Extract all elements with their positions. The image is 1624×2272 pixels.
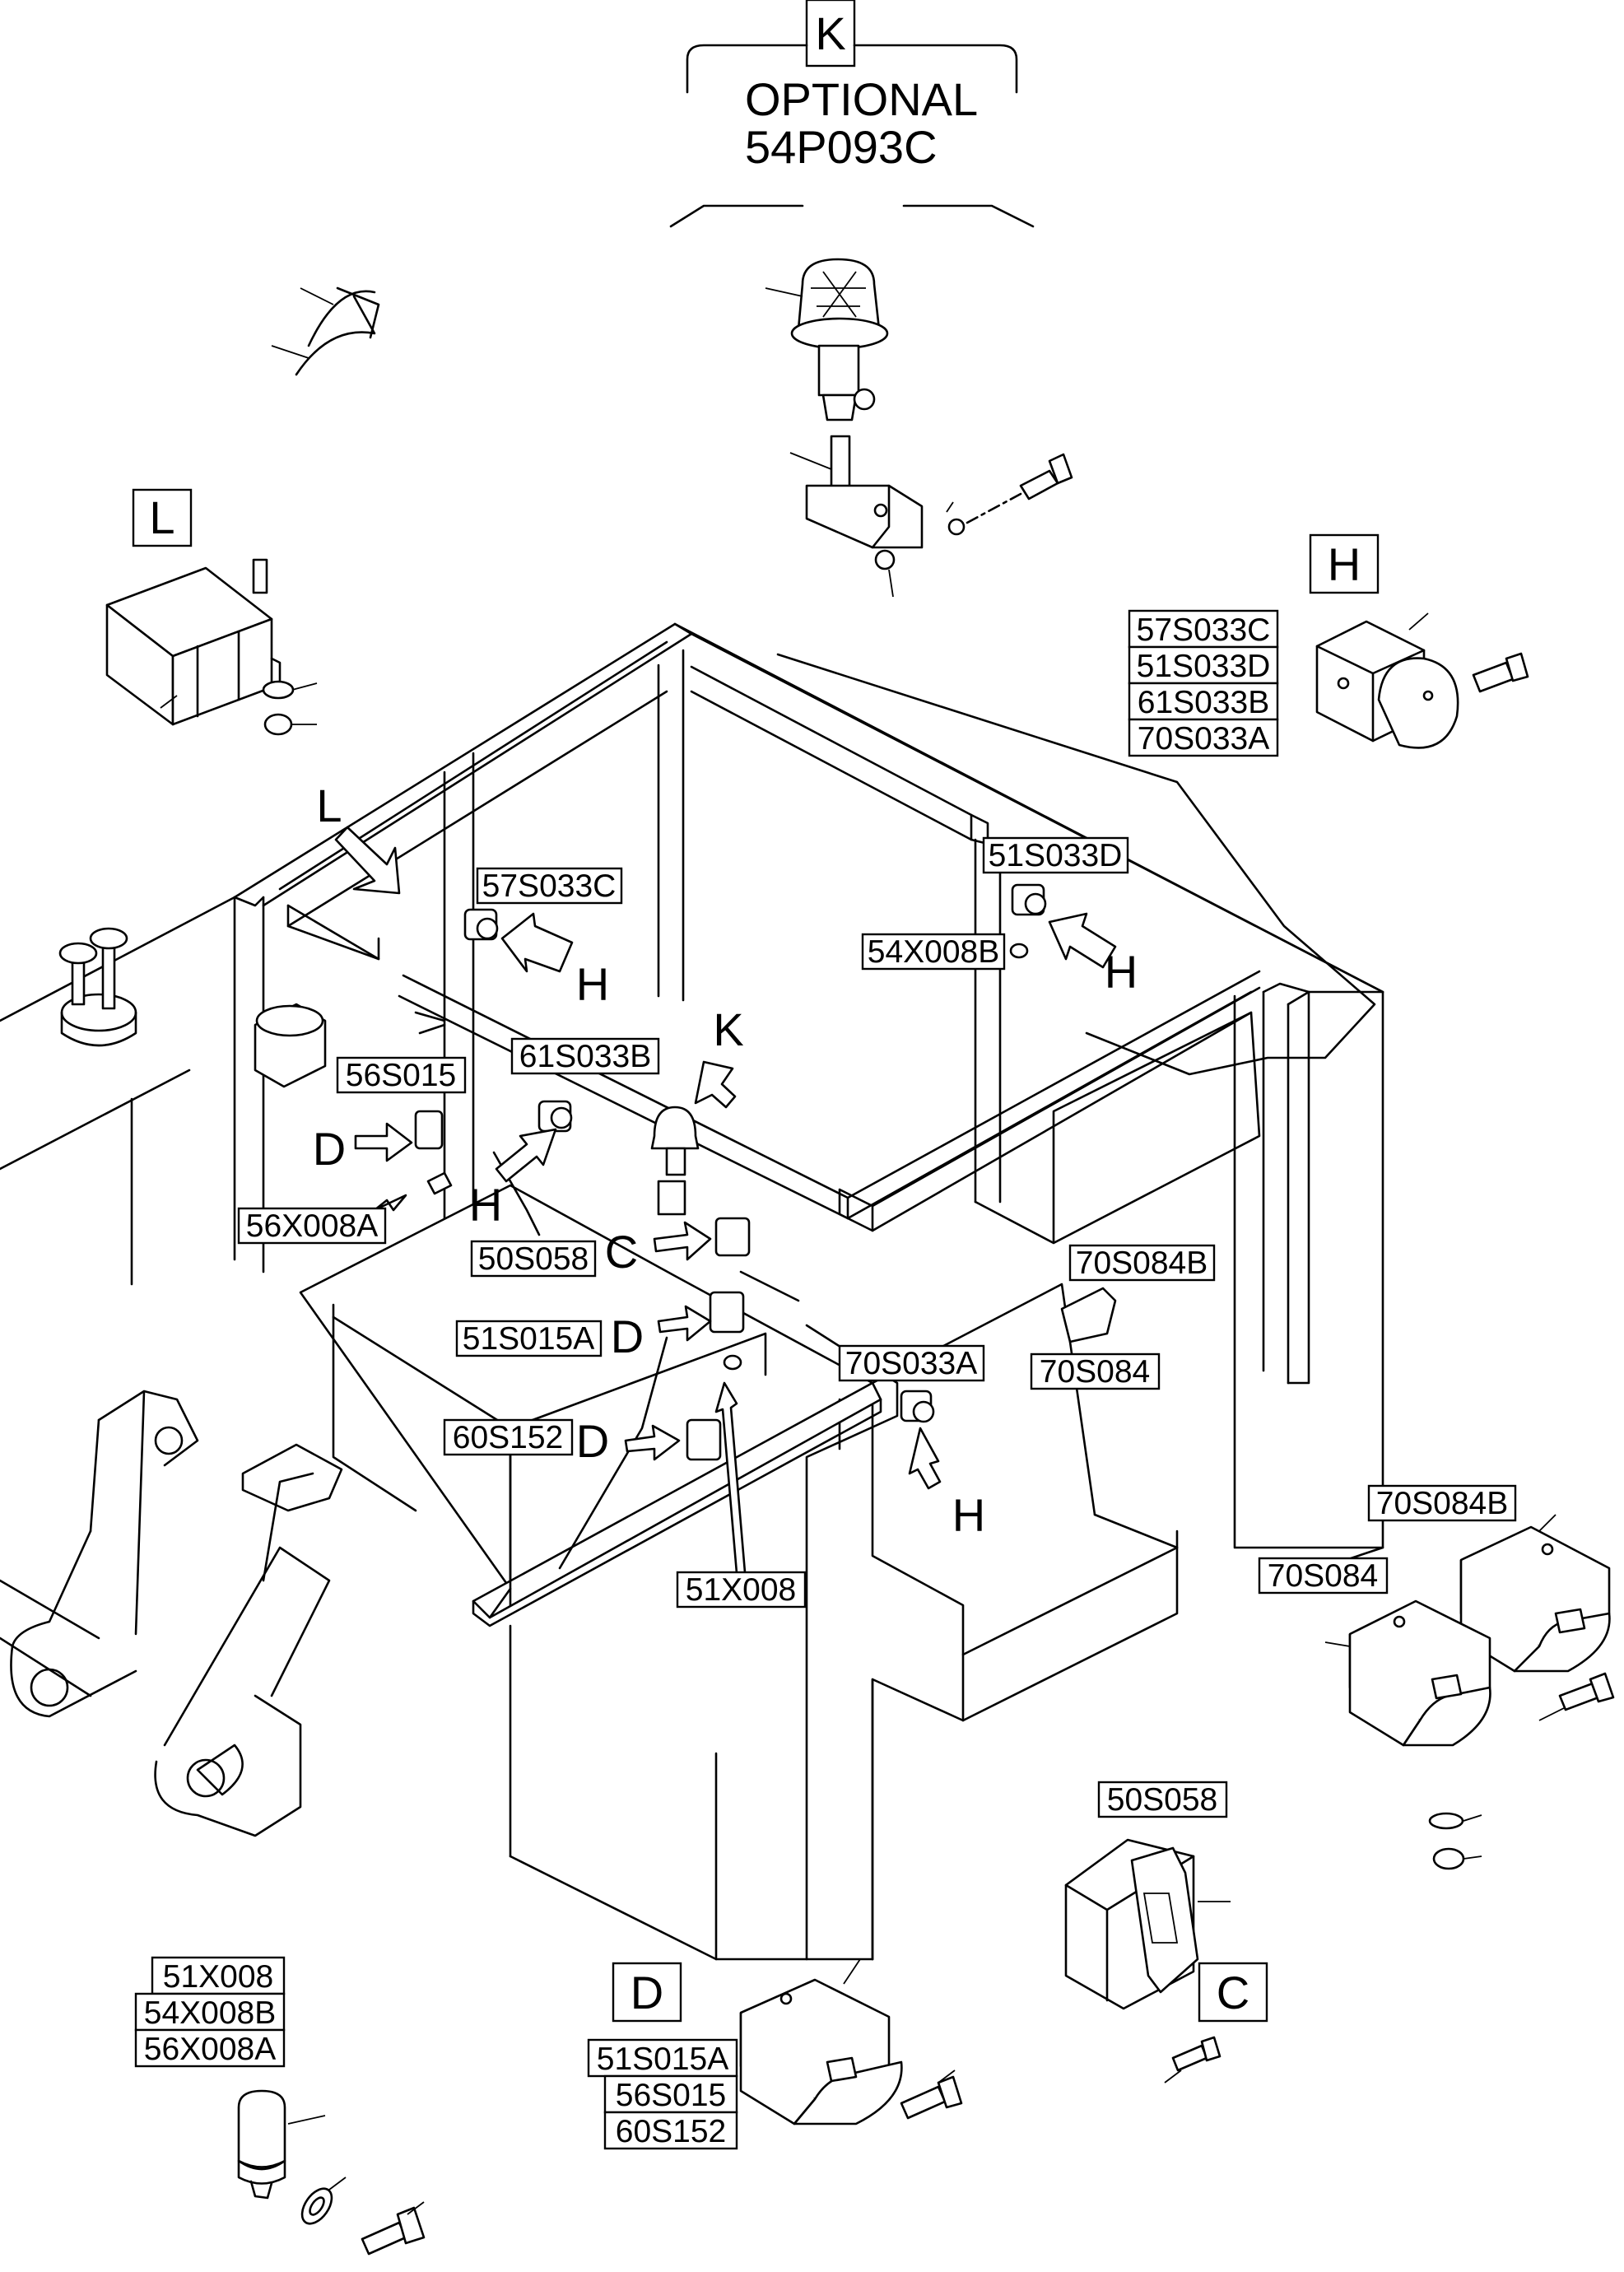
callout-56S015: 56S015 <box>346 1058 456 1093</box>
d-part-51S015A: 51S015A <box>597 2042 728 2077</box>
view-k-box <box>805 0 856 68</box>
control-box-illustration <box>254 1003 327 1088</box>
detail-x: 51X008 54X008B 56X008A <box>134 1956 426 2256</box>
h-part-51S033D: 51S033D <box>1137 649 1271 684</box>
arrow-letter-h2: H <box>1105 946 1138 998</box>
view-h-letter: H <box>1328 538 1361 590</box>
detail-c: 50S058 C <box>1064 1781 1268 2083</box>
cab-frame-assembly <box>0 622 1384 1961</box>
optional-label: OPTIONAL <box>745 73 978 125</box>
callout-51S033D: 51S033D <box>989 838 1123 873</box>
arrow-letter-d1: D <box>313 1123 346 1175</box>
cable-tie-illustration <box>271 286 380 376</box>
callout-51X008: 51X008 <box>686 1572 796 1608</box>
callout-70S084: 70S084 <box>1040 1354 1150 1390</box>
callout-60S152: 60S152 <box>453 1420 563 1455</box>
arrow-letter-k: K <box>713 1003 743 1055</box>
arrow-letter-d3: D <box>576 1415 609 1467</box>
callout-56X008A: 56X008A <box>246 1208 378 1244</box>
h-part-61S033B: 61S033B <box>1138 685 1269 720</box>
x-part-56X008A: 56X008A <box>144 2032 276 2067</box>
d-part-56S015: 56S015 <box>616 2078 726 2113</box>
detail-50S058: 50S058 <box>1107 1782 1217 1818</box>
view-c-box <box>1198 1962 1268 2023</box>
view-l-box <box>132 488 193 547</box>
frame-callouts: 57S033C 51S033D 54X008B 56S015 61S033B 5… <box>237 836 1216 1609</box>
callout-57S033C: 57S033C <box>482 868 617 904</box>
view-h-detail: H 57S033C 51S033D 61S033B 70S033A <box>1128 533 1529 757</box>
detail-70s084: 70S084B 70S084 <box>1258 1484 1615 1870</box>
arrow-letter-h3: H <box>469 1179 502 1231</box>
view-d-letter: D <box>631 1967 663 2018</box>
arrow-letter-h4: H <box>952 1489 985 1541</box>
arrow-letter-l: L <box>316 780 342 831</box>
x-part-54X008B: 54X008B <box>144 1995 276 2031</box>
view-arrows: L H H K D H C D D H <box>313 780 1138 1575</box>
callout-70S033A: 70S033A <box>845 1346 977 1381</box>
h-part-list: 57S033C 51S033D 61S033B 70S033A <box>1128 609 1279 757</box>
view-l-detail: L <box>105 488 318 736</box>
horn-knobs-illustration <box>58 927 137 1047</box>
arrow-letter-d2: D <box>611 1311 644 1362</box>
view-d-box <box>612 1962 682 2023</box>
d-part-60S152: 60S152 <box>616 2114 726 2149</box>
detail-70S084B: 70S084B <box>1376 1486 1508 1521</box>
frame-components <box>414 883 1117 1461</box>
detail-d: D 51S015A 56S015 60S152 <box>587 1958 963 2150</box>
arrow-letter-h1: H <box>576 958 609 1010</box>
callout-61S033B: 61S033B <box>519 1039 651 1074</box>
view-k-letter: K <box>815 7 845 59</box>
x-part-51X008: 51X008 <box>163 1959 273 1995</box>
h-part-70S033A: 70S033A <box>1138 721 1269 757</box>
arrow-letter-c: C <box>605 1226 638 1278</box>
optional-part-number: 54P093C <box>745 121 938 173</box>
detail-70S084: 70S084 <box>1268 1558 1378 1594</box>
beacon-lamp-illustration <box>765 258 1073 598</box>
h-part-57S033C: 57S033C <box>1137 612 1271 648</box>
view-k-header: K OPTIONAL 54P093C <box>669 0 1035 228</box>
callout-70S084B: 70S084B <box>1076 1245 1208 1281</box>
callout-50S058: 50S058 <box>478 1241 589 1277</box>
view-c-letter: C <box>1217 1967 1249 2018</box>
view-l-letter: L <box>149 491 174 543</box>
view-h-box <box>1309 533 1380 594</box>
callout-51S015A: 51S015A <box>463 1321 594 1357</box>
callout-54X008B: 54X008B <box>868 934 999 970</box>
